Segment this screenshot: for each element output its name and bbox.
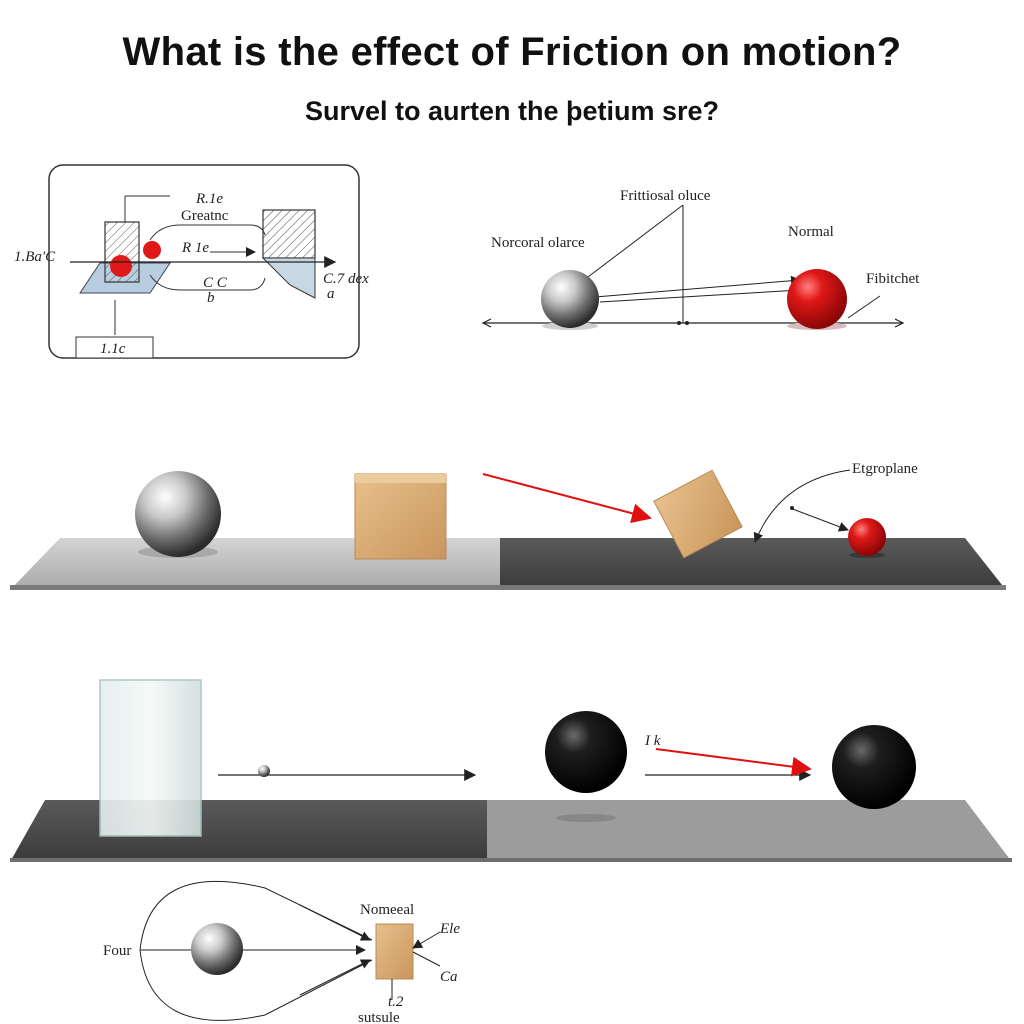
steel-ball-bottom	[191, 923, 243, 975]
label-ele: Ele	[439, 921, 460, 937]
page-subtitle: Survel to aurten the þetium sre?	[304, 96, 720, 126]
label-nomeeal: Nomeeal	[360, 902, 414, 918]
label-baic: 1.Ba'C	[14, 249, 56, 265]
label-etgroplane: Etgroplane	[852, 461, 918, 477]
label-four: Four	[103, 943, 131, 959]
glass-block	[99, 679, 202, 837]
loop-diagram-bottom: Four Nomeeal Ele Ca t.2 sutsule	[103, 880, 460, 1024]
label-normal-left: Norcoral olarce	[491, 235, 585, 251]
red-force-arrow-middle	[482, 473, 652, 524]
label-b: b	[207, 290, 215, 306]
black-ball-right	[832, 725, 916, 809]
black-ball-left	[545, 711, 627, 793]
red-ball-middle	[848, 518, 886, 556]
upper-link	[149, 224, 266, 241]
red-ball-small	[110, 255, 132, 277]
label-fibitchet: Fibitchet	[866, 271, 920, 287]
label-l1c: 1.1c	[100, 341, 126, 357]
wooden-block-bottom	[375, 923, 414, 980]
small-steel-ball	[258, 765, 270, 777]
wedge	[261, 257, 316, 299]
label-t2: t.2	[388, 994, 404, 1010]
steel-ball-middle	[135, 471, 221, 557]
label-greatnc: Greatnc	[181, 208, 229, 224]
label-r1e: R.1e	[195, 191, 223, 207]
friction-arrow	[579, 204, 684, 284]
label-sutsule: sutsule	[358, 1010, 400, 1024]
rough-surface-lower	[487, 800, 1012, 862]
dark-surface-lower	[10, 800, 487, 862]
label-normal-right: Normal	[788, 224, 834, 240]
tilted-wooden-block	[653, 469, 743, 559]
red-force-arrow-lower	[655, 748, 812, 777]
middle-surface-scene: Etgroplane	[10, 461, 1006, 590]
loop-curve	[139, 880, 373, 1021]
red-ball-top	[787, 269, 847, 329]
wooden-block-middle	[354, 473, 447, 560]
lower-link	[149, 274, 266, 291]
label-a: a	[327, 286, 335, 302]
force-diagram-right: Frittiosal oluce Norcoral olarce Normal …	[481, 188, 920, 330]
steel-ball-top	[541, 270, 599, 328]
label-c7dex: C.7 dex	[323, 271, 369, 287]
label-ik: I k	[644, 733, 661, 749]
hatched-block-right	[262, 209, 316, 259]
schematic-diagram-left: R.1e Greatnc 1.Ba'C R 1e C C b C.7 dex a…	[14, 164, 369, 359]
label-cc: C C	[203, 275, 228, 291]
page-title: What is the effect of Friction on motion…	[122, 30, 902, 74]
label-box	[75, 336, 154, 359]
lower-surface-scene: I k	[10, 679, 1012, 862]
label-rle: R 1e	[181, 240, 209, 256]
red-ball-small-2	[143, 241, 161, 259]
dark-surface	[500, 538, 1006, 590]
label-ca: Ca	[440, 969, 458, 985]
label-frictional: Frittiosal oluce	[620, 188, 711, 204]
